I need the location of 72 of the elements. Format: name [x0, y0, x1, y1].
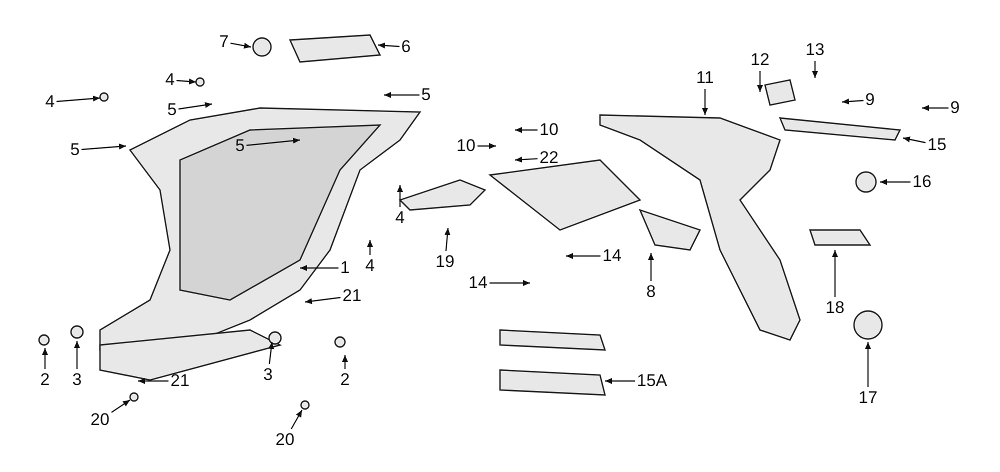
leader-line: [138, 378, 168, 384]
callout-number: 10: [456, 136, 476, 156]
callout-number: 11: [696, 68, 714, 88]
callout-number: 15: [928, 135, 946, 155]
leader-line: [702, 89, 708, 115]
callout-number: 2: [340, 370, 350, 390]
callout-number: 14: [602, 246, 622, 266]
leader-line: [865, 342, 871, 387]
leader-line: [757, 71, 763, 92]
callout-number: 20: [276, 430, 294, 450]
leader-line: [880, 179, 910, 185]
callout-number: 3: [72, 370, 82, 390]
callout-number: 7: [219, 32, 229, 52]
leader-line: [74, 341, 80, 369]
leader-line: [605, 378, 635, 384]
callout-number: 15A: [636, 371, 668, 391]
leader-line: [514, 156, 538, 163]
callout-number: 5: [235, 136, 245, 156]
callout-number: 5: [421, 85, 431, 105]
leader-line: [290, 410, 303, 430]
callout-number: 4: [395, 208, 405, 228]
leader-line: [42, 348, 48, 369]
leader-line: [842, 98, 864, 104]
callout-number: 21: [342, 286, 362, 306]
leader-line: [812, 61, 818, 78]
callout-number: 22: [540, 148, 558, 168]
leader-line: [300, 265, 338, 271]
leader-line: [902, 136, 926, 144]
leader-line: [378, 42, 400, 48]
leader-line: [268, 342, 274, 364]
leader-line: [111, 400, 130, 413]
callout-number: 4: [45, 92, 55, 112]
callout-number: 2: [40, 370, 50, 390]
leader-line: [648, 253, 654, 281]
leader-line: [81, 144, 126, 150]
leader-line: [178, 102, 212, 110]
leader-line: [566, 253, 600, 259]
callout-number: 5: [167, 100, 177, 120]
callout-number: 5: [70, 140, 80, 160]
leader-line: [397, 185, 403, 207]
callout-number: 9: [865, 90, 875, 110]
leader-line: [490, 280, 530, 286]
leader-line: [832, 250, 838, 297]
callout-number: 4: [365, 256, 375, 276]
callout-number: 16: [912, 172, 932, 192]
leader-line: [304, 296, 341, 304]
leader-line: [444, 228, 450, 252]
leader-line: [56, 96, 100, 102]
callout-number: 18: [826, 298, 844, 318]
callout-number: 20: [90, 410, 110, 430]
leader-line: [342, 355, 348, 369]
callout-number: 1: [340, 258, 350, 278]
leader-line: [176, 78, 196, 84]
leader-line: [230, 42, 252, 49]
callout-number: 21: [170, 371, 190, 391]
callout-number: 14: [468, 273, 488, 293]
leader-line: [367, 240, 373, 255]
leader-line: [922, 105, 948, 111]
leader-line: [246, 138, 300, 146]
leader-line: [515, 127, 538, 133]
callout-number: 13: [806, 40, 824, 60]
callout-number: 8: [646, 282, 656, 302]
callout-number: 6: [401, 37, 411, 57]
callout-number: 4: [165, 70, 175, 90]
callout-number: 9: [950, 98, 960, 118]
callout-number: 19: [436, 252, 454, 272]
leader-line: [384, 92, 420, 98]
leader-line: [478, 143, 496, 149]
callout-number: 10: [540, 120, 558, 140]
callout-number: 12: [750, 50, 770, 70]
callout-number: 3: [263, 365, 273, 385]
callout-number: 17: [858, 388, 878, 408]
